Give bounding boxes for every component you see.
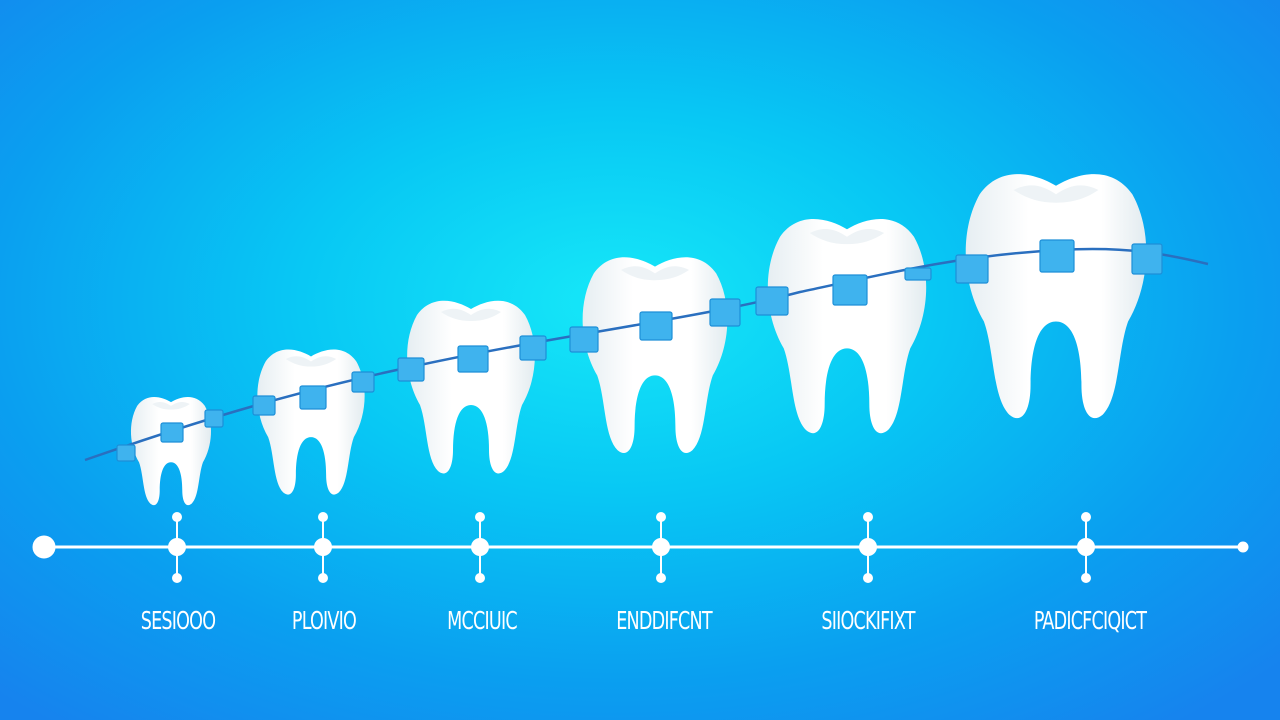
- bracket-icon: [204, 409, 224, 428]
- bracket-icon: [569, 326, 599, 353]
- bracket-icon: [639, 311, 673, 341]
- stage-label-4: ENDDIFCNT: [616, 606, 712, 635]
- timeline: [32, 535, 1249, 559]
- timeline-dot: [859, 538, 877, 556]
- tooth-1-icon: [130, 396, 212, 506]
- bracket-icon: [1131, 243, 1163, 275]
- timeline-dot: [471, 538, 489, 556]
- bracket-icon: [397, 357, 425, 382]
- bracket-icon: [457, 345, 489, 373]
- stage-label-2: PLOIVIO: [291, 606, 357, 635]
- timeline-marker-6: [1077, 512, 1095, 583]
- timeline-dot: [172, 573, 182, 583]
- bracket-icon: [116, 444, 136, 462]
- bracket-icon: [904, 267, 932, 281]
- bracket-icon: [351, 371, 375, 393]
- timeline-dot: [172, 512, 182, 522]
- bracket-icon: [519, 335, 547, 361]
- timeline-dot: [863, 573, 873, 583]
- timeline-dot: [1081, 512, 1091, 522]
- tooth-3-icon: [407, 300, 535, 474]
- bracket-icon: [755, 286, 789, 316]
- timeline-ticks: [168, 512, 1095, 583]
- tooth-6-icon: [965, 174, 1147, 419]
- stage-label-1: SESIOOO: [140, 606, 216, 635]
- bracket-icon: [1039, 239, 1075, 273]
- bracket-icon: [955, 254, 989, 284]
- timeline-dot: [318, 573, 328, 583]
- timeline-marker-1: [168, 512, 186, 583]
- timeline-marker-4: [652, 512, 670, 583]
- timeline-start-dot: [32, 535, 56, 559]
- bracket-icon: [832, 274, 868, 306]
- timeline-dot: [656, 512, 666, 522]
- stage-label-6: PADICFCIQICT: [1033, 606, 1147, 635]
- bracket-icon: [160, 422, 184, 443]
- tooth-2-icon: [257, 349, 365, 495]
- braces-wire: [84, 247, 1209, 462]
- stage-label-3: MCCIUIC: [447, 606, 517, 635]
- timeline-marker-5: [859, 512, 877, 583]
- timeline-dot: [475, 512, 485, 522]
- timeline-marker-2: [314, 512, 332, 583]
- timeline-marker-3: [471, 512, 489, 583]
- bracket-icon: [709, 298, 741, 327]
- timeline-dot: [863, 512, 873, 522]
- timeline-dot: [475, 573, 485, 583]
- timeline-dot: [1081, 573, 1091, 583]
- tooth-5-icon: [767, 219, 927, 434]
- stage-label-5: SIIOCKIFIXT: [821, 606, 915, 635]
- timeline-dot: [652, 538, 670, 556]
- timeline-dot: [1077, 538, 1095, 556]
- bracket-icon: [252, 395, 276, 416]
- timeline-dot: [656, 573, 666, 583]
- bracket-icon: [299, 385, 327, 410]
- timeline-end-dot: [1237, 541, 1249, 553]
- teeth-group: [130, 174, 1147, 506]
- timeline-dot: [168, 538, 186, 556]
- brackets-group: [116, 239, 1163, 462]
- timeline-dot: [318, 512, 328, 522]
- tooth-4-icon: [582, 257, 728, 453]
- timeline-dot: [314, 538, 332, 556]
